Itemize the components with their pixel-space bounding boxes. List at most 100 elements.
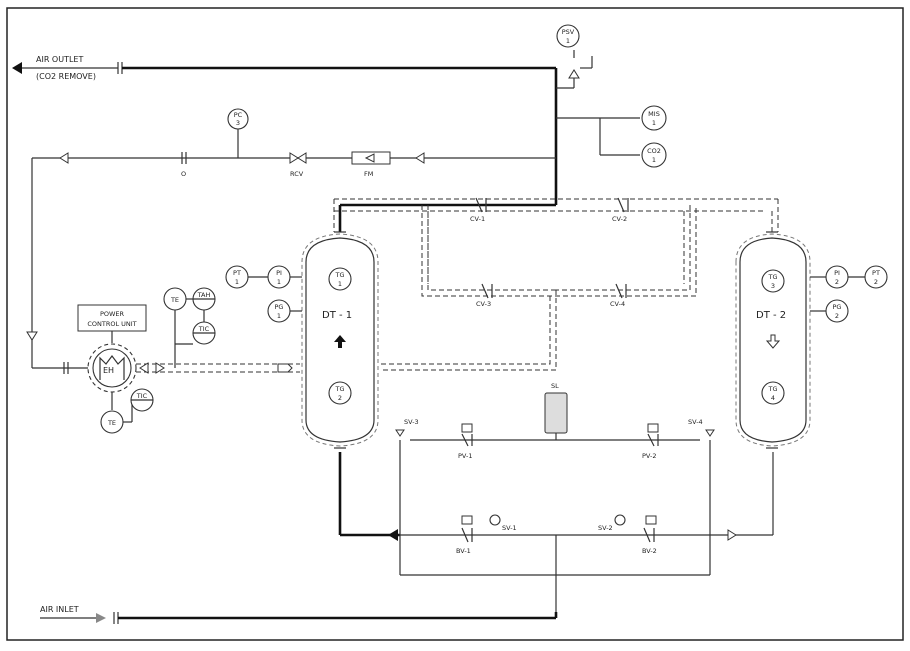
tg1-tag: TG — [334, 271, 344, 279]
pv-1-label: PV-1 — [458, 452, 472, 460]
pt2-num: 2 — [874, 278, 878, 286]
pt1-num: 1 — [235, 278, 239, 286]
pg1-tag: PG — [275, 303, 284, 311]
air-inlet-label: AIR INLET — [40, 605, 79, 614]
bottom-valve-network: SL PV-1 PV-2 SV-3 SV-4 BV-1 — [338, 382, 774, 612]
pt2-tag: PT — [872, 269, 880, 277]
mis-num: 1 — [652, 119, 656, 127]
sl-label: SL — [551, 382, 559, 390]
psv-tag: PSV — [562, 28, 575, 36]
top-cv-network: CV-1 CV-2 CV-3 CV-4 — [333, 197, 779, 371]
te-bot-tag: TE — [107, 419, 116, 427]
pt-2-bubble — [864, 265, 888, 289]
outlet-arrow-icon — [12, 62, 22, 74]
sv-2-valve: SV-2 — [598, 514, 626, 532]
pv-2-label: PV-2 — [642, 452, 656, 460]
heater-section: POWER CONTROL UNIT EH TE TIC TE TAH TIC — [60, 287, 300, 434]
cv-3-label: CV-3 — [476, 300, 491, 308]
dt-2-label: DT - 2 — [756, 310, 786, 321]
pt1-tag: PT — [233, 269, 241, 277]
tg3-num: 3 — [771, 282, 775, 290]
cv-1-label: CV-1 — [470, 215, 485, 223]
air-outlet-sublabel: (CO2 REMOVE) — [36, 72, 96, 81]
flow-arrow-icon — [415, 152, 425, 164]
co2-num: 1 — [652, 156, 656, 164]
tg4-tag: TG — [767, 385, 777, 393]
tg2-num: 2 — [338, 394, 342, 402]
tg1-num: 1 — [338, 280, 342, 288]
air-outlet-line: AIR OUTLET (CO2 REMOVE) — [12, 55, 558, 205]
tic-bot-tag: TIC — [136, 392, 148, 400]
pg-2-bubble — [825, 299, 849, 323]
sv-3-label: SV-3 — [404, 418, 419, 426]
cv-4-label: CV-4 — [610, 300, 625, 308]
bv-2-label: BV-2 — [642, 547, 657, 555]
pi1-num: 1 — [277, 278, 281, 286]
tg-1-bubble — [328, 267, 352, 291]
psv-1-assembly: PSV 1 — [556, 24, 593, 89]
sv-4-label: SV-4 — [688, 418, 703, 426]
pc-num: 3 — [236, 119, 240, 127]
dt-1-tank: TG 1 DT - 1 TG 2 PI 1 PG 1 PT 1 — [225, 231, 379, 449]
flow-arrow-icon — [727, 529, 737, 541]
pcu-label-2: CONTROL UNIT — [87, 320, 136, 328]
tah-tag: TAH — [197, 291, 211, 299]
te-top-tag: TE — [170, 296, 179, 304]
sv-1-valve: SV-1 — [489, 514, 517, 532]
pt-1-bubble — [225, 265, 249, 289]
cv-4-valve: CV-4 — [610, 283, 627, 308]
pv-2-valve: PV-2 — [642, 423, 659, 460]
tg4-num: 4 — [771, 394, 775, 402]
pi2-num: 2 — [835, 278, 839, 286]
pc-3-bubble — [227, 108, 249, 130]
fm-label: FM — [364, 170, 373, 178]
electric-heater — [92, 348, 132, 388]
co2-1-bubble — [641, 142, 667, 168]
air-outlet-label: AIR OUTLET — [36, 55, 83, 64]
sv-2-label: SV-2 — [598, 524, 613, 532]
regeneration-return-line: FM RCV O PC 3 — [26, 108, 556, 369]
bv-1-valve: BV-1 — [456, 515, 473, 555]
sv-4-valve: SV-4 — [688, 418, 715, 437]
cv-2-valve: CV-2 — [612, 197, 629, 223]
psv-1-bubble — [556, 24, 580, 48]
air-inlet-line: AIR INLET — [40, 605, 558, 624]
cv-3-valve: CV-3 — [476, 283, 493, 308]
eh-label: EH — [103, 366, 114, 375]
tg-4-bubble — [761, 381, 785, 405]
co2-tag: CO2 — [647, 147, 661, 155]
pc-tag: PC — [234, 111, 243, 119]
cv-1-valve: CV-1 — [470, 197, 487, 223]
tic-top-tag: TIC — [198, 325, 210, 333]
flow-down-arrow-icon — [765, 334, 781, 349]
inlet-arrow-icon — [96, 613, 106, 623]
pg-1-bubble — [267, 299, 291, 323]
sv-1-label: SV-1 — [502, 524, 517, 532]
tg2-tag: TG — [334, 385, 344, 393]
pi1-tag: PI — [276, 269, 282, 277]
sv-3-valve: SV-3 — [395, 418, 419, 437]
bv-2-valve: BV-2 — [642, 515, 657, 555]
psv-num: 1 — [566, 37, 570, 45]
mis-tag: MIS — [648, 110, 660, 118]
rcv-valve-icon — [289, 152, 299, 164]
analyzer-branch: MIS 1 CO2 1 — [556, 105, 667, 168]
tg-3-bubble — [761, 269, 785, 293]
rcv-label: RCV — [290, 170, 304, 178]
diagram-border — [6, 7, 904, 641]
bv-1-label: BV-1 — [456, 547, 471, 555]
power-control-unit — [77, 304, 147, 332]
pg2-tag: PG — [833, 303, 842, 311]
dt-2-tank: TG 3 DT - 2 TG 4 PI 2 PG 2 PT 2 — [735, 231, 888, 449]
pg1-num: 1 — [277, 312, 281, 320]
tg-2-bubble — [328, 381, 352, 405]
psv-valve-icon — [568, 69, 580, 79]
silencer-sl — [544, 392, 568, 434]
flow-arrow-icon — [388, 529, 398, 541]
pv-1-valve: PV-1 — [458, 423, 473, 460]
flow-arrow-icon — [59, 152, 69, 164]
pi2-tag: PI — [834, 269, 840, 277]
pg2-num: 2 — [835, 312, 839, 320]
flow-arrow-icon — [26, 331, 38, 341]
